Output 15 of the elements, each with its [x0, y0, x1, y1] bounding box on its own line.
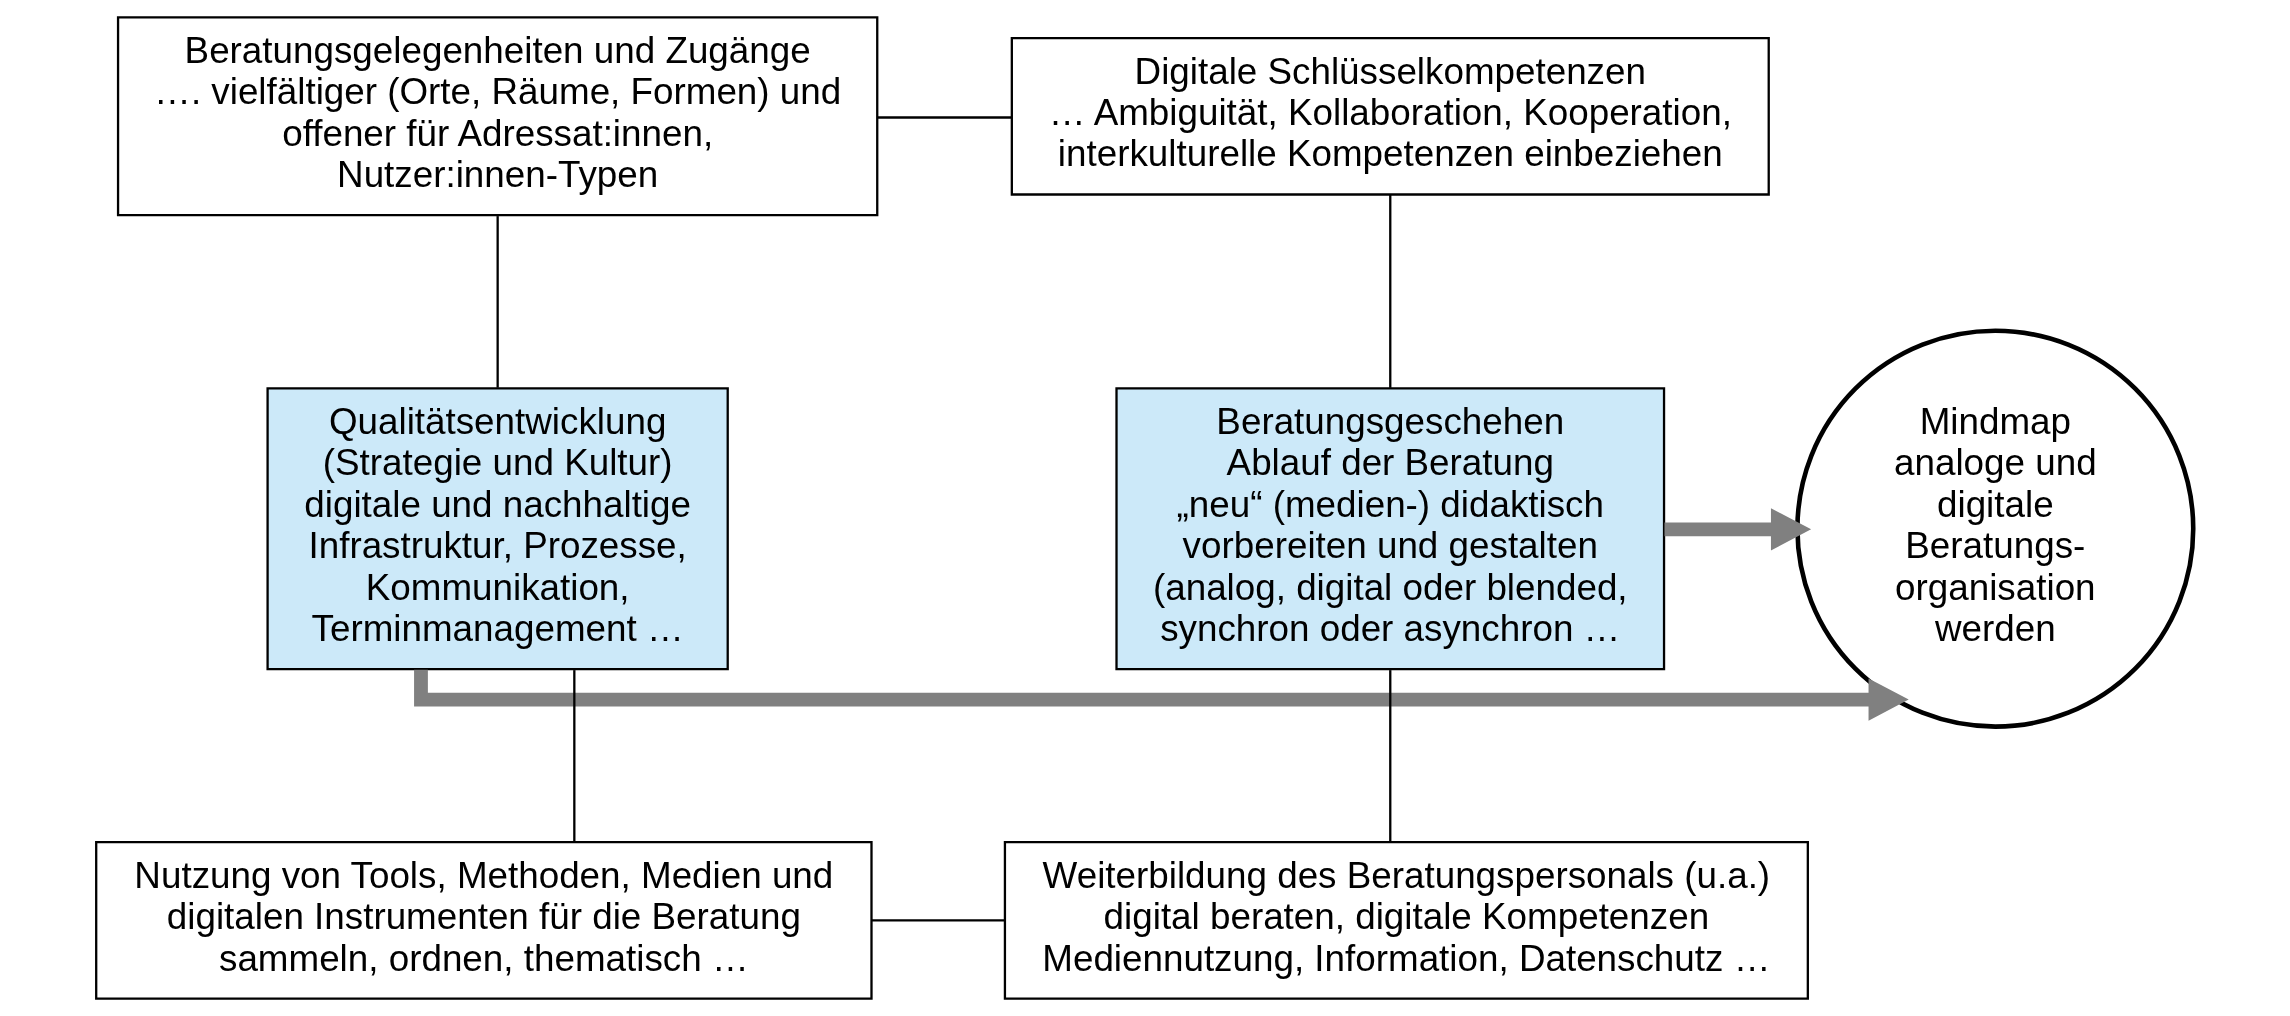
connector [1389, 194, 1392, 388]
node-box: Weiterbildung des Beratungspersonals (u.a.) digital beraten, digitale Kompetenzen Mediennutzung, Information, Datenschutz … [1003, 841, 1809, 1000]
node-box: Beratungsgelegenheiten und Zugänge …. vielfältiger (Orte, Räume, Formen) und offener für Adressat:innen, Nutzer:innen-Typen [116, 16, 879, 217]
arrow [1664, 508, 1812, 551]
node-box: Digitale Schlüsselkompetenzen … Ambiguität, Kollaboration, Kooperation, interkulturelle Kompetenzen einbeziehen [1010, 36, 1770, 196]
connector [496, 216, 499, 388]
node-box: Qualitätsentwicklung (Strategie und Kultur) digitale und nachhaltige Infrastruktur, Prozesse, Kommunikation, Terminmanagement … [266, 387, 729, 671]
node-box: Beratungsgeschehen Ablauf der Beratung „neu“ (medien-) didaktisch vorbereiten und gestalten (analog, digital oder blended, synchron oder asynchron … [1115, 387, 1666, 671]
connector [877, 116, 1012, 119]
connector [871, 919, 1005, 922]
node-circle: Mindmap analoge und digitale Beratungs- organisation werden [1795, 328, 2196, 729]
connector [1389, 670, 1392, 842]
arrow [414, 669, 1909, 721]
connector [573, 670, 576, 842]
node-box: Nutzung von Tools, Methoden, Medien und digitalen Instrumenten für die Beratung sammeln, ordnen, thematisch … [95, 841, 873, 1000]
